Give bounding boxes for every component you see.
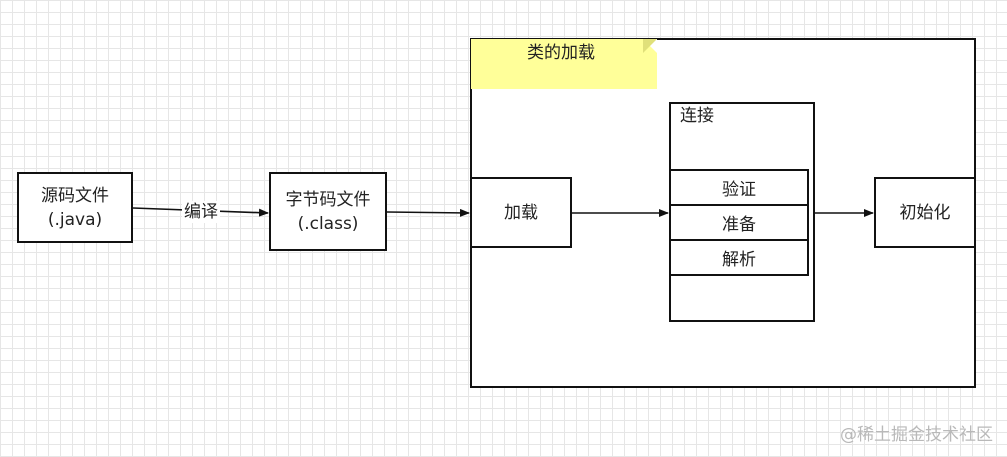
note-fold-shade <box>643 39 657 53</box>
source-file-node[interactable]: 源码文件 (.java) <box>17 172 133 243</box>
linking-step-resolve[interactable]: 解析 <box>669 239 809 276</box>
initialization-label: 初始化 <box>899 202 951 223</box>
class-loading-title: 类的加载 <box>527 43 595 63</box>
loading-node[interactable]: 加载 <box>470 177 572 248</box>
loading-label: 加载 <box>504 202 538 223</box>
resolve-label: 解析 <box>722 250 756 270</box>
prepare-label: 准备 <box>722 215 756 235</box>
bytecode-file-name: 字节码文件 <box>285 189 371 210</box>
watermark: @稀土掘金技术社区 <box>840 425 993 445</box>
arrow-bytecode-to-loading <box>386 208 470 217</box>
source-file-name: 源码文件 <box>41 185 109 206</box>
bytecode-file-ext: (.class) <box>297 213 359 234</box>
linking-step-prepare[interactable]: 准备 <box>669 204 809 241</box>
linking-step-verify[interactable]: 验证 <box>669 169 809 206</box>
bytecode-file-node[interactable]: 字节码文件 (.class) <box>269 172 387 251</box>
linking-title: 连接 <box>680 106 714 126</box>
initialization-node[interactable]: 初始化 <box>874 177 976 248</box>
class-loading-note: 类的加载 <box>471 39 657 89</box>
source-file-ext: (.java) <box>47 209 103 230</box>
compile-edge-label: 编译 <box>182 201 220 223</box>
verify-label: 验证 <box>722 180 756 200</box>
